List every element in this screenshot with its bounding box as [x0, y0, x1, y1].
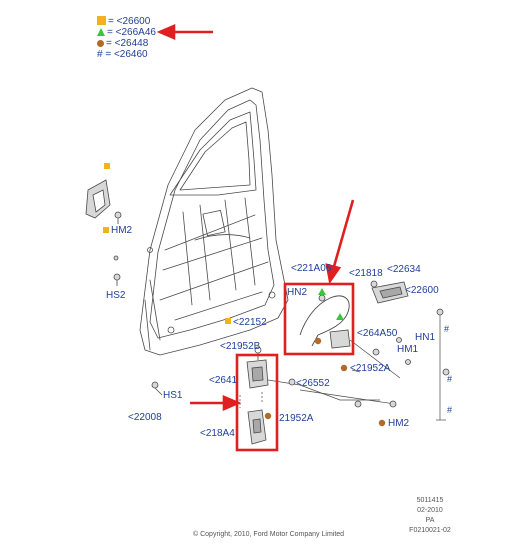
door-inner-outline: [149, 99, 275, 339]
label-22008: <22008: [128, 412, 162, 423]
copyright-text: © Copyright, 2010, Ford Motor Company Li…: [193, 531, 345, 538]
legend-text: = <26600: [108, 16, 151, 27]
svg-text:#: #: [447, 374, 452, 384]
drawing-code: 5011415: [416, 497, 444, 504]
legend-text: # = <26460: [97, 49, 148, 60]
label-218a4: <218A4: [200, 428, 235, 439]
label-hm2-left: HM2: [111, 225, 133, 236]
left-fasteners: [113, 211, 122, 286]
label-hn1: HN1: [415, 332, 436, 343]
legend-row-circle: = <26448: [97, 38, 148, 49]
label-21952a-right: <21952A: [350, 363, 391, 374]
svg-text:#: #: [447, 405, 452, 415]
label-21952a-lower: 21952A: [279, 413, 314, 424]
drawing-revision: PA: [425, 517, 435, 524]
legend-text: = <26448: [106, 38, 149, 49]
label-26552: <26552: [296, 378, 330, 389]
outside-handle: [370, 280, 409, 304]
drawing-date: 02-2010: [417, 507, 443, 514]
label-221a06: <221A06: [291, 263, 332, 274]
label-hs2: HS2: [106, 290, 126, 301]
hash-markers: # # #: [444, 324, 452, 415]
label-22634: <22634: [387, 264, 421, 275]
svg-text:#: #: [444, 324, 449, 334]
label-hm1: HM1: [397, 344, 419, 355]
triangle-symbol-icon: [97, 28, 105, 36]
legend-row-hash: # = <26460: [97, 49, 148, 60]
symbol-markers: [103, 163, 386, 427]
label-264a50: <264A50: [357, 328, 398, 339]
label-hs1: HS1: [163, 390, 183, 401]
label-hn2: HN2: [287, 287, 308, 298]
legend-text: = <266A46: [107, 27, 156, 38]
circle-symbol-icon: [97, 40, 104, 47]
legend-row-square: = <26600: [97, 16, 150, 27]
right-fasteners: [151, 308, 450, 408]
door-outline: [139, 87, 289, 356]
interior-handle: [247, 409, 267, 445]
red-arrows: [156, 24, 355, 411]
window-frame: [169, 111, 257, 196]
legend-row-triangle: = <266A46: [97, 27, 156, 38]
square-symbol-icon: [97, 16, 106, 25]
latch-assembly: [246, 346, 269, 389]
figure-code: F0210021-02: [409, 527, 451, 534]
label-2641: <2641: [209, 375, 238, 386]
label-21818: <21818: [349, 268, 383, 279]
label-hm2-right: HM2: [388, 418, 410, 429]
release-cable: [299, 295, 350, 336]
label-22152: <22152: [233, 317, 267, 328]
label-22600: <22600: [405, 285, 439, 296]
cable-bracket: [318, 294, 351, 349]
label-21952b: <21952B: [220, 341, 261, 352]
left-bracket: [85, 179, 111, 219]
